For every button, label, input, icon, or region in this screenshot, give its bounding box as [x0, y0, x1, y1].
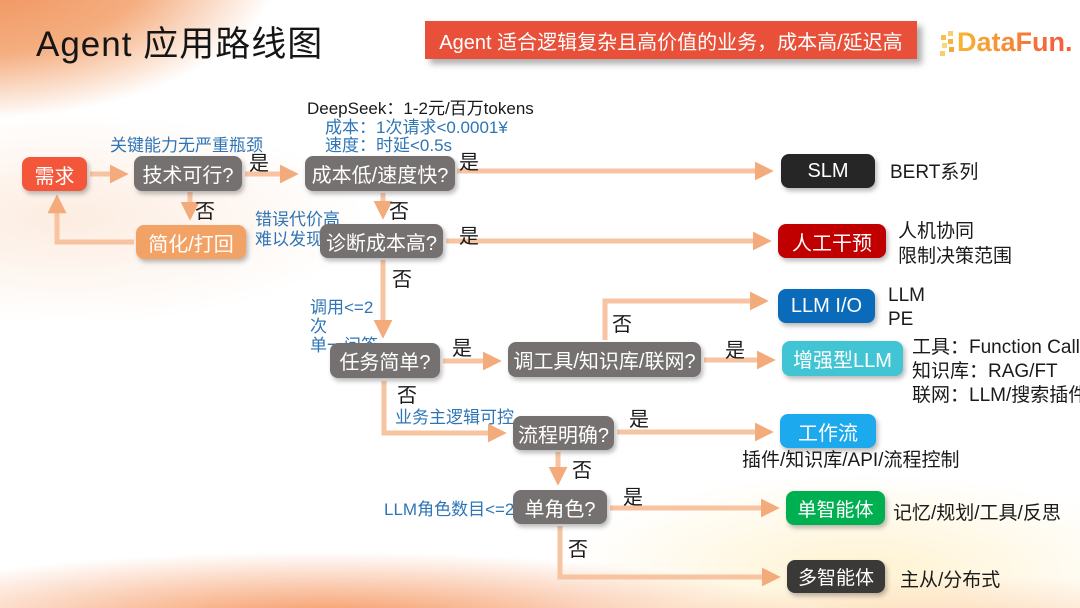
- annotation-error-1: 错误代价高: [255, 210, 340, 229]
- node-task-simple: 任务简单?: [330, 343, 440, 378]
- node-simplify-return: 简化/打回: [136, 225, 246, 259]
- edge-label-yes-6: 是: [629, 409, 649, 431]
- node-llm-io: LLM I/O: [778, 289, 875, 323]
- logo-text: DataFun.: [957, 27, 1073, 57]
- node-single-role: 单角色?: [513, 490, 607, 524]
- banner: Agent 适合逻辑复杂且高价值的业务，成本高/延迟高: [425, 21, 917, 59]
- edge-label-yes-5: 是: [725, 340, 745, 362]
- node-process-clear: 流程明确?: [513, 416, 614, 450]
- edge-label-yes-7: 是: [623, 487, 643, 509]
- edge-label-no-1: 否: [195, 201, 215, 223]
- note-human-1: 人机协同: [898, 221, 975, 242]
- note-llmio-2: PE: [888, 309, 914, 330]
- note-workflow: 插件/知识库/API/流程控制: [742, 450, 960, 471]
- node-single-agent: 单智能体: [786, 491, 885, 525]
- node-augmented-llm: 增强型LLM: [782, 341, 903, 376]
- note-multi-agent: 主从/分布式: [900, 570, 1001, 591]
- note-single-agent: 记忆/规划/工具/反思: [893, 503, 1061, 524]
- note-human-2: 限制决策范围: [898, 246, 1013, 267]
- edge-singlerole-multiagent: [557, 526, 781, 587]
- node-multi-agent: 多智能体: [787, 560, 885, 593]
- edge-label-yes-4: 是: [452, 338, 472, 360]
- datafun-logo: DataFun.: [940, 27, 1073, 58]
- edge-label-yes-2: 是: [459, 152, 479, 174]
- annotation-error-2: 难以发现: [255, 230, 323, 249]
- edge-label-yes-3: 是: [459, 226, 479, 248]
- page-title: Agent 应用路线图: [36, 25, 324, 64]
- note-llmio-1: LLM: [888, 285, 925, 306]
- edge-label-yes-1: 是: [249, 153, 269, 175]
- note-augllm-1: 工具：Function Call: [912, 337, 1080, 358]
- edge-label-no-5: 否: [397, 385, 417, 407]
- node-low-cost-fast: 成本低/速度快?: [305, 156, 455, 191]
- edge-label-no-3: 否: [392, 269, 412, 291]
- annotation-deepseek: DeepSeek：1-2元/百万tokens: [307, 99, 534, 118]
- node-workflow: 工作流: [780, 414, 876, 448]
- node-requirement: 需求: [22, 157, 87, 191]
- annotation-speed: 速度：时延<0.5s: [325, 136, 453, 155]
- note-augllm-2: 知识库：RAG/FT: [912, 361, 1058, 382]
- annotation-capability: 关键能力无严重瓶颈: [110, 136, 263, 155]
- note-augllm-3: 联网：LLM/搜索插件: [912, 385, 1080, 406]
- node-slm: SLM: [781, 154, 875, 188]
- edge-label-no-7: 否: [568, 539, 588, 561]
- note-slm: BERT系列: [890, 162, 979, 183]
- edge-label-no-4: 否: [612, 314, 632, 336]
- annotation-call-1: 调用<=2: [310, 298, 374, 317]
- node-diagnosis-cost: 诊断成本高?: [320, 224, 443, 258]
- annotation-roles: LLM角色数目<=2: [384, 500, 515, 519]
- annotation-cost: 成本：1次请求<0.0001¥: [325, 118, 508, 137]
- edge-label-no-2: 否: [389, 201, 409, 223]
- edge-label-no-6: 否: [572, 460, 592, 482]
- node-tech-feasible: 技术可行?: [134, 156, 242, 191]
- node-human-intervention: 人工干预: [778, 224, 886, 258]
- logo-dots-icon: [940, 30, 957, 56]
- node-tools-kb-web: 调工具/知识库/联网?: [508, 342, 701, 377]
- edge-simplify-need: [47, 194, 134, 245]
- annotation-call-2: 次: [310, 317, 327, 336]
